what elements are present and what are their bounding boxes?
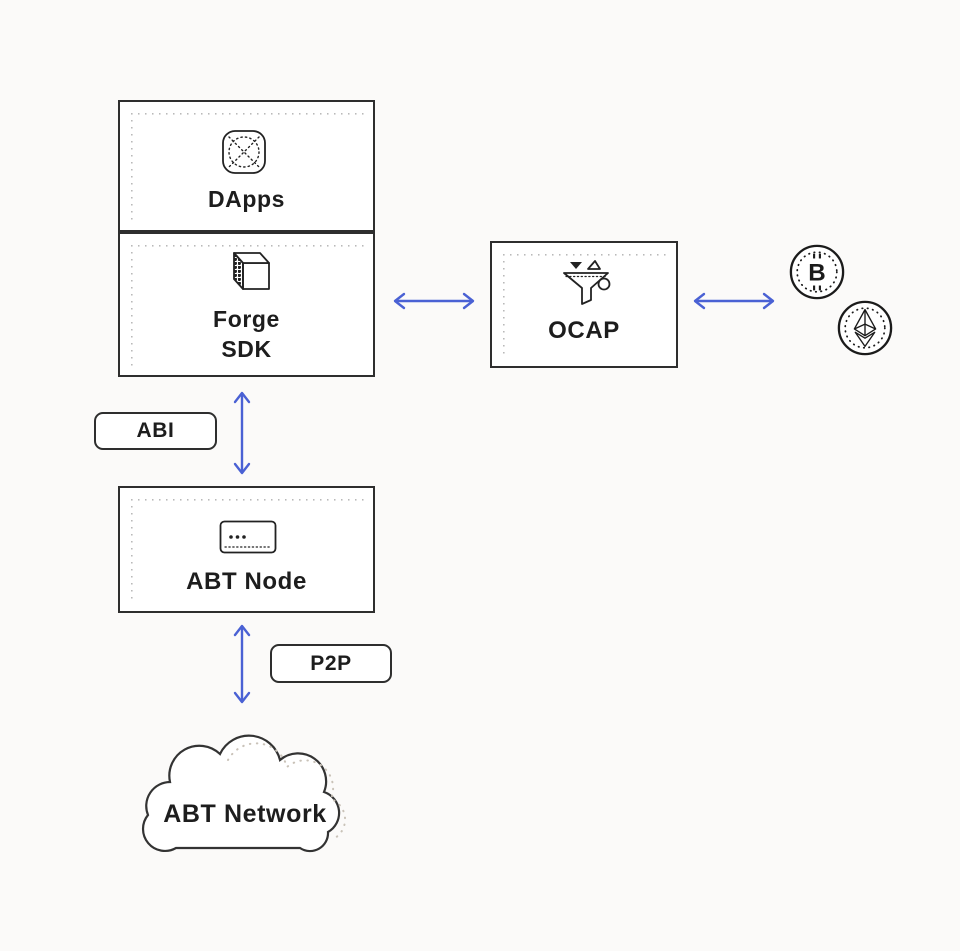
abt-node-box: ABT Node [118, 486, 375, 613]
p2p-label: P2P [310, 651, 352, 675]
ocap-box: OCAP [490, 241, 678, 368]
ocap-label: OCAP [548, 317, 620, 344]
abi-label: ABI [136, 419, 175, 442]
arrow-node-network [230, 618, 254, 710]
arrow-ocap-chains [686, 289, 782, 313]
bitcoin-coin-icon: B [788, 243, 846, 301]
forge-sdk-label-line1: Forge [213, 306, 280, 332]
bitcoin-symbol: B [808, 260, 825, 287]
node-card-icon [219, 520, 277, 554]
dapps-label: DApps [207, 186, 286, 212]
abi-pill: ABI [94, 412, 217, 450]
abt-node-label: ABT Node [186, 568, 307, 595]
ethereum-coin-icon [836, 299, 894, 357]
forge-sdk-box: Forge SDK [118, 232, 375, 377]
arrow-forge-ocap [386, 289, 482, 313]
arrow-sdk-node [230, 385, 254, 481]
abt-network-cloud [128, 720, 364, 870]
dapps-app-icon [220, 128, 268, 176]
abt-network-label: ABT Network [163, 800, 327, 828]
p2p-pill: P2P [270, 644, 392, 683]
funnel-icon [558, 257, 614, 305]
cloud-shadow-dots [227, 742, 347, 839]
cloud-shape [141, 734, 341, 853]
cube-icon [222, 246, 276, 296]
forge-sdk-label-line2: SDK [221, 336, 272, 362]
dapps-box: DApps [118, 100, 375, 232]
